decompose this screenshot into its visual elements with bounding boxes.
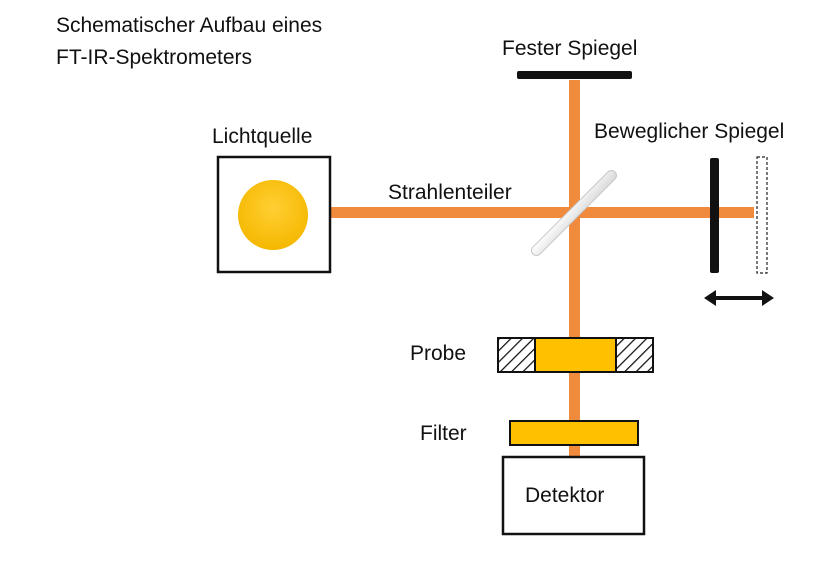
detector-label: Detektor	[525, 484, 605, 507]
title-line-2: FT-IR-Spektrometers	[56, 46, 253, 69]
sample-frame	[497, 337, 654, 373]
sample-holder-right	[616, 338, 653, 372]
movable-mirror	[710, 158, 719, 273]
light-source-bulb	[238, 180, 308, 250]
beam-splitter	[531, 170, 617, 256]
filter-label: Filter	[420, 422, 467, 445]
movable-mirror-ghost	[756, 156, 768, 274]
fixed-mirror-label: Fester Spiegel	[502, 37, 638, 60]
title-line-1: Schematischer Aufbau eines	[56, 14, 323, 37]
beam-splitter-label: Strahlenteiler	[388, 181, 512, 204]
sample-label: Probe	[410, 342, 467, 365]
sample-holder-left	[498, 338, 535, 372]
double-arrow-icon	[704, 290, 774, 306]
filter	[509, 420, 639, 446]
vertical-beam	[569, 80, 580, 458]
fixed-mirror	[517, 71, 632, 79]
detector-box	[501, 455, 646, 536]
movable-mirror-label: Beweglicher Spiegel	[594, 120, 785, 143]
horizontal-beam	[330, 207, 754, 218]
light-source-label: Lichtquelle	[212, 125, 313, 148]
sample	[535, 338, 616, 372]
